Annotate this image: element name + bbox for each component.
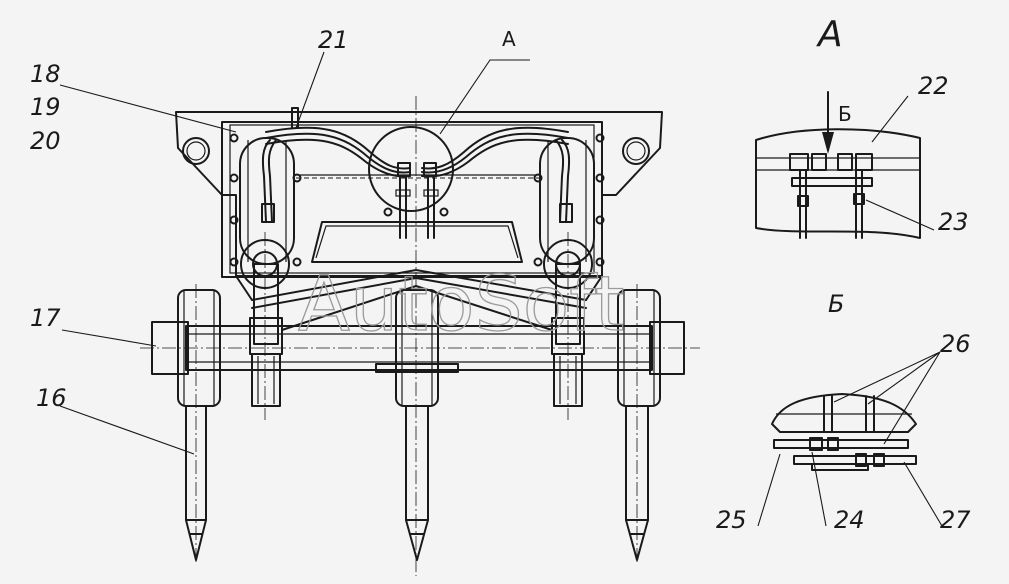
callout-21: 21	[318, 26, 349, 54]
detail-view-a: А Б 22 23	[755, 14, 969, 239]
main-leaders	[59, 51, 530, 455]
mounting-frame	[175, 111, 663, 301]
callout-25: 25	[716, 506, 747, 534]
watermark: AutoSoft	[298, 259, 624, 348]
callout-18: 18	[30, 60, 61, 88]
callout-20: 20	[30, 127, 61, 155]
detail-view-b: Б 26 25 24 27	[716, 290, 971, 534]
callout-19: 19	[30, 93, 61, 121]
detail-b-title: Б	[828, 290, 844, 318]
left-tine	[177, 289, 221, 561]
main-view: 18 19 20 21 А 17 16	[30, 26, 700, 576]
callout-26: 26	[940, 330, 971, 358]
center-lines	[140, 96, 700, 576]
hydraulic-hoses	[261, 107, 573, 239]
callout-16: 16	[36, 384, 67, 412]
left-cylinder	[239, 137, 295, 407]
callout-27: 27	[940, 506, 971, 534]
callout-23: 23	[938, 208, 969, 236]
callout-22: 22	[918, 72, 949, 100]
callout-24: 24	[834, 506, 865, 534]
callout-17: 17	[30, 304, 61, 332]
detail-a-arrow-label: Б	[838, 102, 852, 126]
view-a-callout: А	[502, 27, 516, 51]
detail-a-title: А	[816, 14, 843, 55]
detail-a-circle	[368, 126, 454, 212]
frame-bolts	[229, 133, 605, 267]
